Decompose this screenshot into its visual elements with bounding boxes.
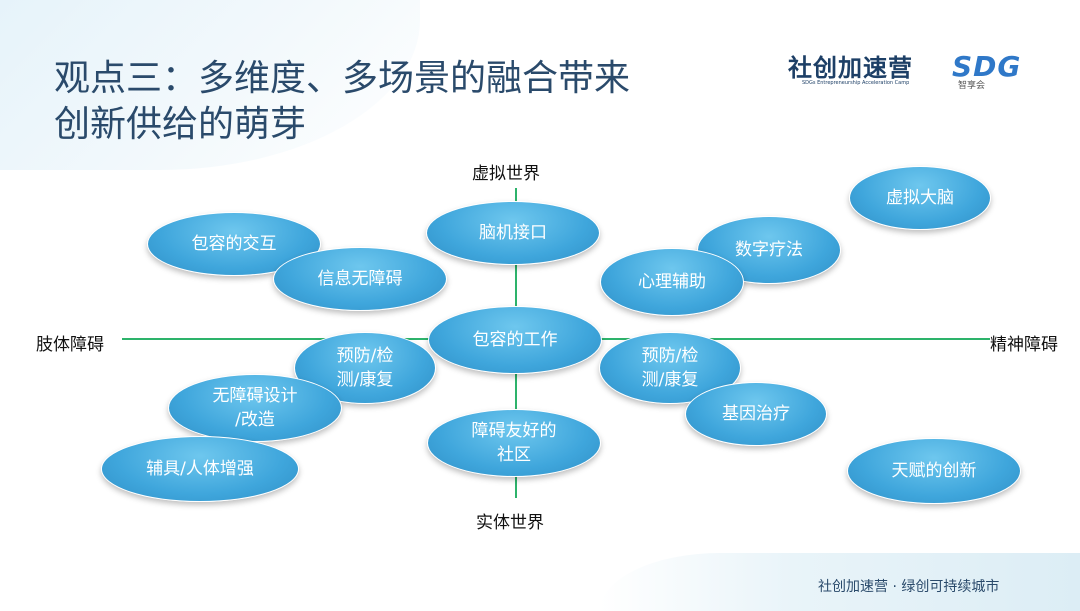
bubble-inclusive-work: 包容的工作 (428, 306, 602, 374)
sdg-logo-subtitle: 智享会 (958, 81, 986, 91)
axis-label-left: 肢体障碍 (36, 335, 104, 355)
bubble-mental-aid: 心理辅助 (600, 248, 744, 316)
bubble-label: 虚拟大脑 (886, 188, 954, 208)
bubble-assistive-devices: 辅具/人体增强 (101, 436, 299, 502)
bubble-brain-computer-interface: 脑机接口 (426, 201, 600, 265)
bubble-label-line-2: 测/康复 (641, 370, 699, 390)
camp-logo-text: 社创加速营 (788, 53, 913, 82)
bubble-label: 信息无障碍 (317, 269, 403, 289)
axis-label-right: 精神障碍 (990, 335, 1058, 355)
corner-decoration-bottom-right (600, 553, 1080, 611)
sdg-logo-text: SDG (952, 50, 1022, 83)
bubble-label: 包容的交互 (191, 234, 277, 254)
camp-logo-subtitle: SDGs Entrepreneurship Acceleration Camp (802, 80, 910, 86)
bubble-barrier-free-design: 无障碍设计 /改造 (168, 374, 342, 442)
sdg-logo: SDG 智享会 (948, 38, 1032, 91)
bubble-label: 基因治疗 (722, 404, 790, 424)
bubble-friendly-community: 障碍友好的 社区 (427, 409, 601, 477)
bubble-label-line-2: /改造 (235, 410, 275, 430)
bubble-label: 包容的工作 (472, 330, 558, 350)
bubble-label-line-1: 无障碍设计 (212, 386, 298, 406)
title-line-2: 创新供给的萌芽 (54, 104, 307, 145)
camp-logo: 社创加速营 SDGs Entrepreneurship Acceleration… (788, 42, 928, 92)
bubble-label-line-2: 社区 (497, 445, 531, 465)
footer-text: 社创加速营 · 绿创可持续城市 (818, 579, 1000, 595)
bubble-label: 心理辅助 (638, 272, 706, 292)
bubble-label-line-1: 预防/检 (336, 346, 394, 366)
axis-label-bottom: 实体世界 (476, 513, 544, 533)
bubble-label: 数字疗法 (735, 240, 803, 260)
page-title: 观点三：多维度、多场景的融合带来 创新供给的萌芽 (54, 56, 754, 148)
bubble-gene-therapy: 基因治疗 (685, 382, 827, 446)
bubble-gifted-innovation: 天赋的创新 (847, 438, 1021, 504)
bubble-label: 天赋的创新 (891, 461, 977, 481)
bubble-info-accessibility: 信息无障碍 (273, 247, 447, 311)
bubble-label-line-1: 预防/检 (641, 346, 699, 366)
bubble-label-line-1: 障碍友好的 (471, 421, 557, 441)
bubble-virtual-brain: 虚拟大脑 (849, 166, 991, 230)
bubble-label: 脑机接口 (479, 223, 547, 243)
axis-label-top: 虚拟世界 (472, 164, 540, 184)
title-line-1: 观点三：多维度、多场景的融合带来 (54, 58, 631, 99)
bubble-label: 辅具/人体增强 (146, 459, 254, 479)
bubble-label-line-2: 测/康复 (336, 370, 394, 390)
